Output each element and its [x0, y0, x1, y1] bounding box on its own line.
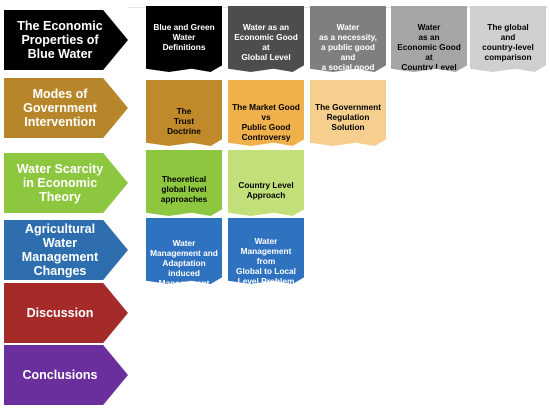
arrow-conclusions: Conclusions [4, 345, 128, 405]
arrow-label: Conclusions [22, 368, 98, 382]
card-economic-good-global: Water as an Economic Good at Global Leve… [228, 6, 304, 72]
card-global-country-comparison: The global and country-level comparison [470, 6, 546, 72]
card-text: The Trust Doctrine [167, 106, 201, 136]
card-text: Country Level Approach [238, 180, 294, 200]
card-market-vs-public-good: The Market Good vs Public Good Controver… [228, 80, 304, 146]
card-text: Water as a necessity, a public good and … [319, 22, 377, 72]
arrow-label: Agricultural Water Management Changes [21, 222, 99, 278]
arrow-economic-properties: The Economic Properties of Blue Water [4, 10, 128, 70]
card-text: The Market Good vs Public Good Controver… [232, 102, 300, 142]
card-text: The Government Regulation Solution [315, 102, 381, 132]
arrow-label: Discussion [26, 306, 94, 320]
arrow-government-intervention: Modes of Government Intervention [4, 78, 128, 138]
arrow-label: The Economic Properties of Blue Water [17, 19, 103, 61]
card-necessity-public-social: Water as a necessity, a public good and … [310, 6, 386, 72]
card-blue-green-definitions: Blue and Green Water Definitions [146, 6, 222, 72]
card-text: Blue and Green Water Definitions [153, 22, 215, 52]
card-text: Theoretical global level approaches [160, 174, 208, 204]
card-theoretical-global: Theoretical global level approaches [146, 150, 222, 216]
card-government-regulation: The Government Regulation Solution [310, 80, 386, 146]
card-country-level-approach: Country Level Approach [228, 150, 304, 216]
card-management-adaptation: Water Management and Adaptation induced … [146, 218, 222, 284]
card-text: Water as an Economic Good at Country Lev… [397, 22, 461, 72]
card-text: The global and country-level comparison [482, 22, 534, 62]
arrow-label: Modes of Government Intervention [23, 87, 97, 129]
card-text: Water as an Economic Good at Global Leve… [234, 22, 298, 62]
card-global-to-local: Water Management from Global to Local Le… [228, 218, 304, 284]
arrow-agricultural-water: Agricultural Water Management Changes [4, 220, 128, 280]
arrow-discussion: Discussion [4, 283, 128, 343]
arrow-label: Water Scarcity in Economic Theory [16, 162, 104, 204]
card-economic-good-country: Water as an Economic Good at Country Lev… [391, 6, 467, 72]
card-text: Water Management and Adaptation induced … [150, 238, 218, 298]
card-trust-doctrine: The Trust Doctrine [146, 80, 222, 146]
card-text: Water Management from Global to Local Le… [236, 236, 296, 296]
arrow-water-scarcity: Water Scarcity in Economic Theory [4, 153, 128, 213]
